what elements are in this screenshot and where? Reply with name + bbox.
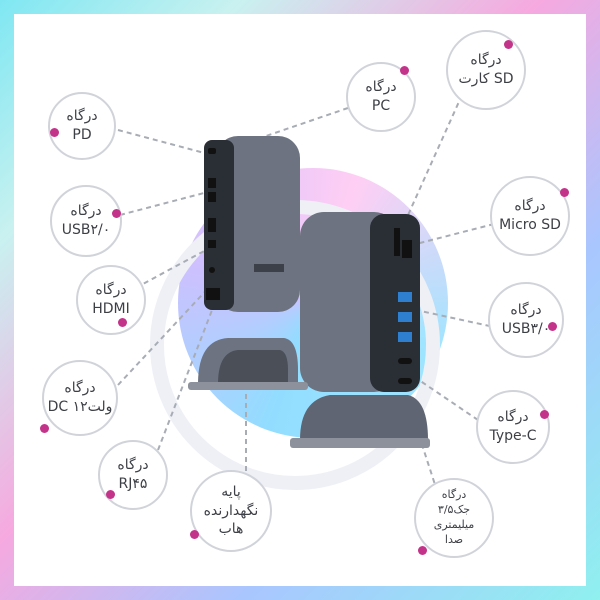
label-rj45: درگاه RJ۴۵ [98, 440, 168, 510]
dot-rj45 [106, 490, 115, 499]
dot-usb2 [112, 209, 121, 218]
label-pd: درگاه PD [48, 92, 116, 160]
hub-rear-view [204, 136, 300, 312]
dot-audio [418, 546, 427, 555]
dot-typec [540, 410, 549, 419]
dot-dc [40, 424, 49, 433]
hub-front-view [290, 212, 430, 448]
label-sd: درگاه کارت SD [446, 30, 526, 110]
label-usb2: درگاه USB۲/۰ [50, 185, 122, 257]
dot-pd [50, 128, 59, 137]
dot-stand [190, 530, 199, 539]
hub-stand [188, 338, 308, 390]
label-dc: درگاه DC ۱۲ولت [42, 360, 118, 436]
dot-sd [504, 40, 513, 49]
label-stand: پایه نگهدارنده هاب [190, 470, 272, 552]
label-hdmi: درگاه HDMI [76, 265, 146, 335]
label-typec: درگاه Type-C [476, 390, 550, 464]
label-microsd: درگاه Micro SD [490, 176, 570, 256]
label-audio: درگاه جک۳/۵ میلیمتری صدا [414, 478, 494, 558]
dot-pc [400, 66, 409, 75]
dot-hdmi [118, 318, 127, 327]
dot-usb3 [548, 322, 557, 331]
label-usb3: درگاه USB۳/۰ [488, 282, 564, 358]
dot-microsd [560, 188, 569, 197]
